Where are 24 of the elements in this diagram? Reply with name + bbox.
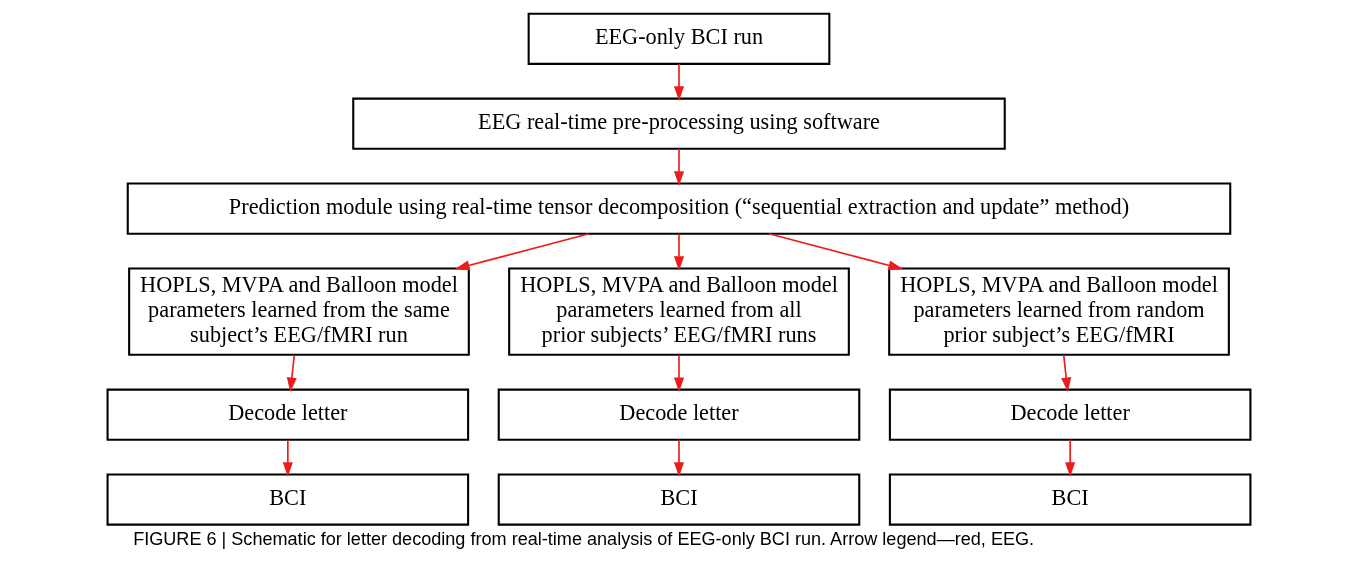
node-box: BCI [106,473,470,526]
arrow [673,354,685,393]
arrow [768,232,903,271]
node-box: BCI [497,473,861,526]
caption: FIGURE 6 | Schematic for letter decoding from real-time analysis of EEG-only BCI run. Arrow legend—red, EEG. [133,528,1035,549]
arrow [455,232,590,271]
node-box: Prediction module using real-time tensor decomposition (“sequential extraction and update” method) [126,182,1232,235]
arrow [673,63,685,101]
arrow [282,438,293,477]
arrow [673,232,685,271]
arrow [286,354,297,393]
arrow [1065,438,1076,477]
node-box: EEG-only BCI run [527,12,831,65]
node-box: Decode letter [106,388,470,441]
node-box: EEG real-time pre-processing using software [352,97,1006,150]
node-box: BCI [888,473,1252,526]
arrow [673,148,685,186]
node-box: HOPLS, MVPA and Balloon model parameters learned from random prior subject’s EEG/fMRI [888,267,1230,356]
node-box: Decode letter [888,388,1252,441]
node-box: HOPLS, MVPA and Balloon model parameters learned from all prior subjects’ EEG/fMRI runs [508,267,850,356]
node-box: Decode letter [497,388,861,441]
arrow [1061,354,1072,393]
node-box: HOPLS, MVPA and Balloon model parameters learned from the same subject’s EEG/fMRI run [128,267,470,356]
arrow [673,438,685,477]
